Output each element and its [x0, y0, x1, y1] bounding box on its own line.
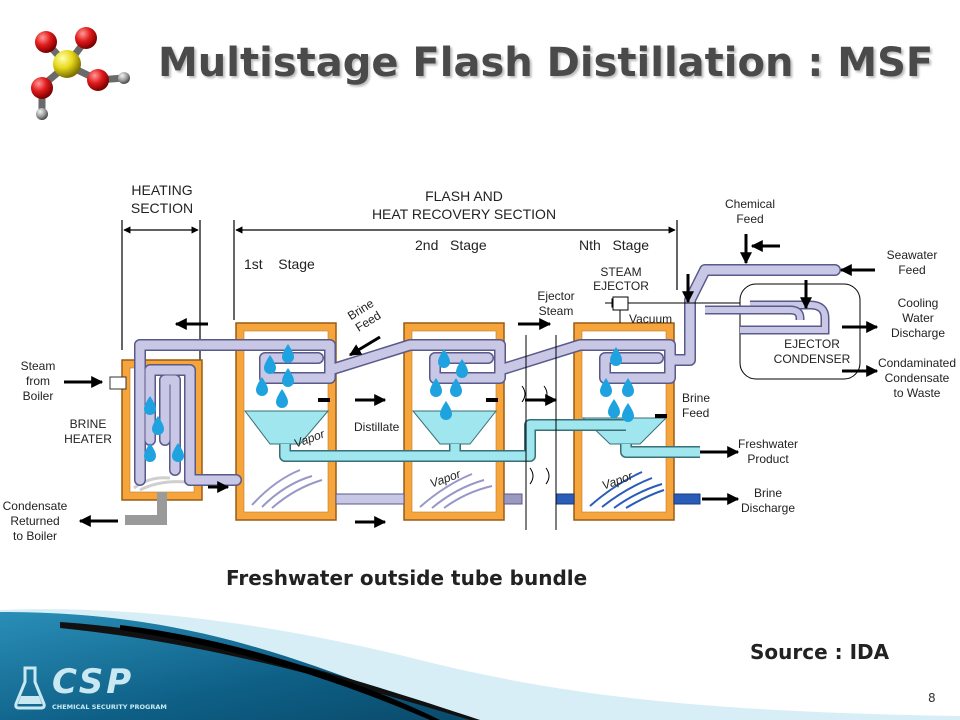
csp-tagline: CHEMICAL SECURITY PROGRAM [52, 703, 167, 711]
diagram-caption: Freshwater outside tube bundle [226, 566, 588, 590]
brine-pool-hatching [133, 469, 665, 509]
stage-2-label: 2nd Stage [415, 237, 487, 253]
stage-n-label: Nth Stage [579, 237, 649, 253]
footer-swoosh [0, 609, 960, 720]
page-number: 8 [928, 691, 936, 705]
flow-arrows [64, 234, 879, 528]
distillate-label: Distillate [354, 420, 400, 434]
molecule-icon [31, 27, 130, 120]
flash-section-label-1: FLASH AND [425, 188, 503, 204]
brine-transfer-pipes [109, 376, 701, 525]
flash-section-label-2: HEAT RECOVERY SECTION [372, 206, 556, 222]
water-drops [144, 344, 634, 462]
vacuum-label: Vacuum [629, 312, 672, 326]
csp-brand: CSP [52, 662, 135, 702]
brine-feed-diagonal-label: BrineFeed [345, 296, 384, 335]
ejector-condenser [605, 283, 861, 380]
source-credit: Source : IDA [750, 640, 890, 664]
msf-process-diagram: HEATING SECTION FLASH AND HEAT RECOVERY … [3, 182, 956, 543]
csp-logo-icon [14, 666, 46, 710]
heating-section-label-2: SECTION [131, 200, 193, 216]
stage-1-label: 1st Stage [244, 256, 315, 272]
slide-title: Multistage Flash Distillation : MSF [158, 40, 934, 86]
heating-section-label-1: HEATING [131, 182, 192, 198]
section-brackets [121, 220, 678, 360]
